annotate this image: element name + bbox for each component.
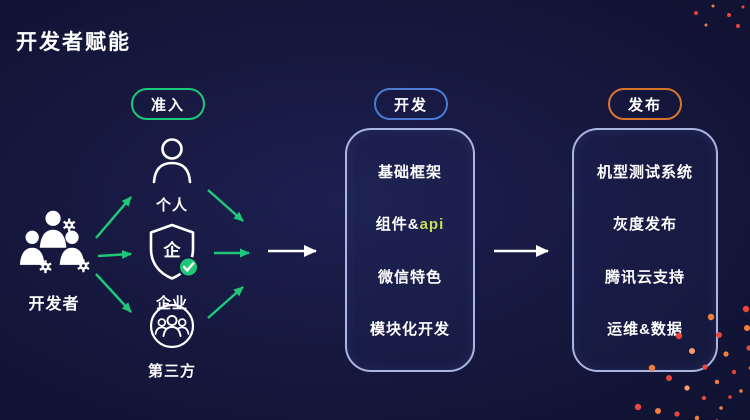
svg-text:企: 企	[163, 240, 182, 260]
release-panel: 机型测试系统 灰度发布 腾讯云支持 运维&数据	[572, 128, 718, 372]
developer-node: 开发者	[14, 206, 94, 314]
personal-label: 个人	[155, 197, 188, 214]
personal-node: 个人	[140, 136, 204, 215]
thirdparty-node: 第三方	[140, 302, 204, 381]
develop-item-framework: 基础框架	[377, 164, 442, 182]
release-item-gray-release: 灰度发布	[612, 216, 677, 234]
developer-group-icon	[16, 206, 92, 285]
developer-label: 开发者	[28, 296, 80, 313]
badge-release: 发布	[608, 88, 682, 120]
release-item-ops-data: 运维&数据	[607, 320, 683, 338]
develop-item-components-api: 组件&api	[375, 216, 445, 234]
develop-panel: 基础框架 组件&api 微信特色 模块化开发	[345, 128, 475, 372]
enterprise-shield-icon: 企	[144, 222, 200, 287]
third-party-group-icon	[148, 302, 196, 355]
gear-icon	[39, 218, 90, 274]
enterprise-node: 企 企业	[138, 222, 206, 313]
develop-item-modular-dev: 模块化开发	[369, 320, 450, 338]
badge-access: 准入	[131, 88, 205, 120]
check-badge-icon	[178, 256, 199, 278]
badge-develop: 开发	[374, 88, 448, 120]
release-item-device-testing: 机型测试系统	[596, 164, 693, 182]
develop-item-wechat-features: 微信特色	[377, 268, 442, 286]
thirdparty-label: 第三方	[147, 363, 196, 380]
page-title: 开发者赋能	[16, 31, 131, 54]
release-item-tencent-cloud: 腾讯云支持	[604, 268, 685, 286]
person-icon	[149, 136, 195, 189]
